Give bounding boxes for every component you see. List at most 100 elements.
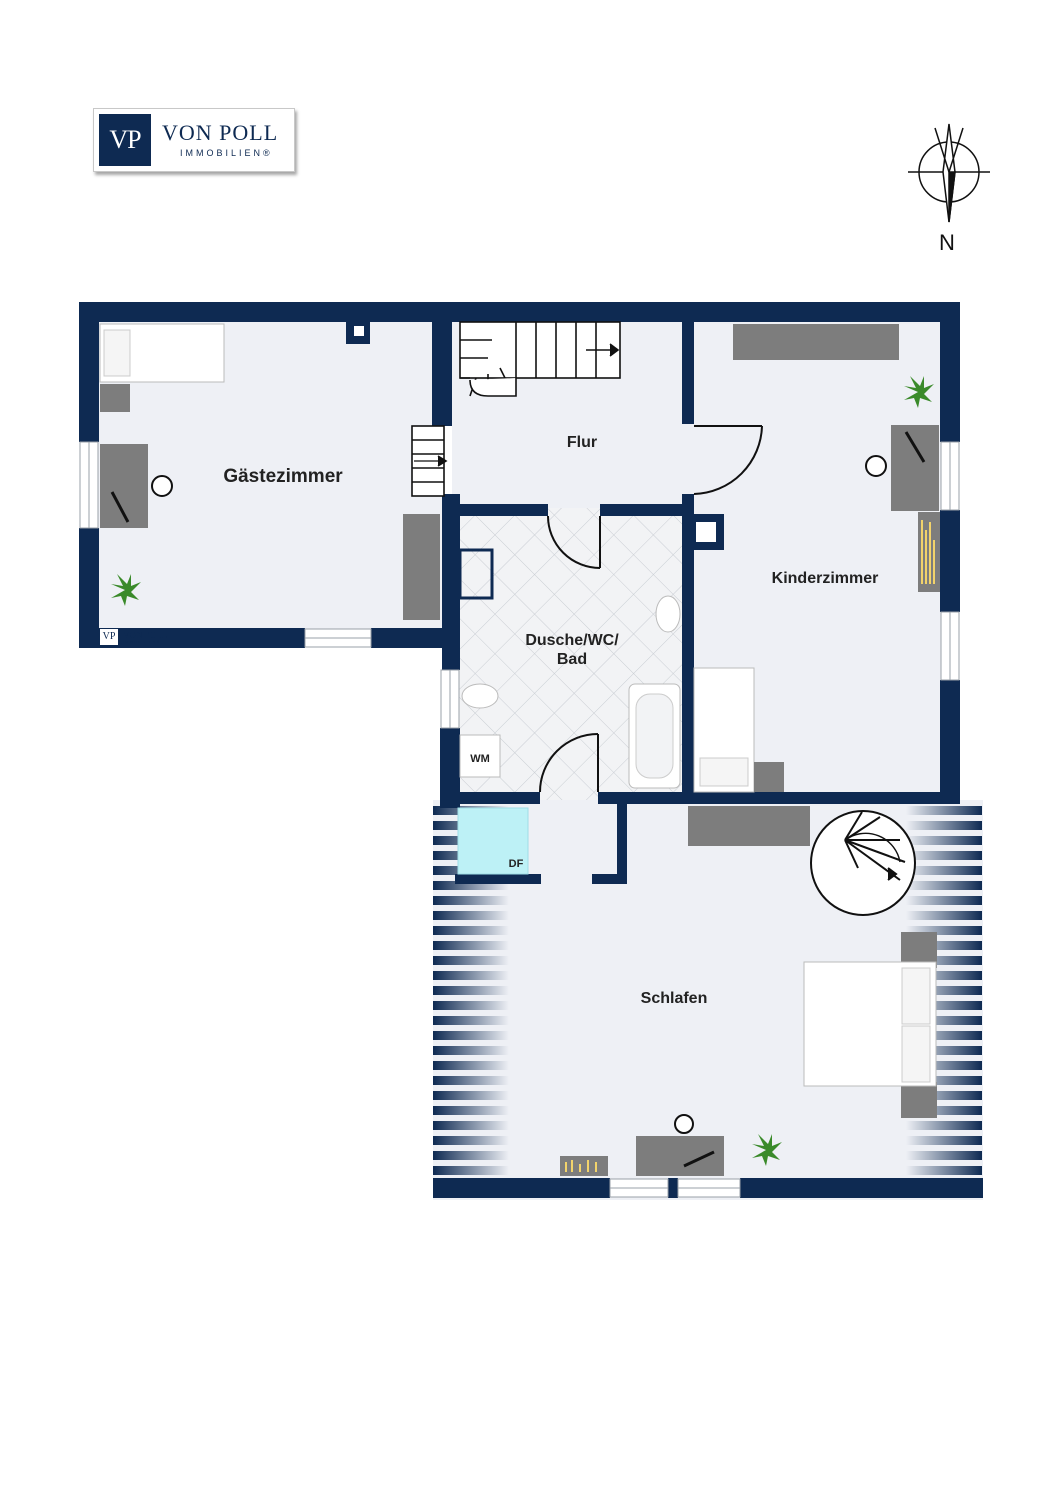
plant-icon (111, 574, 141, 606)
pillow (103, 329, 131, 377)
roof-stripe (433, 986, 509, 995)
wardrobe-gaeste (403, 514, 440, 620)
compass-icon (908, 123, 990, 223)
logo-subtitle: IMMOBILIEN® (180, 148, 273, 158)
lowboard (560, 1156, 608, 1176)
doors (539, 425, 763, 793)
roof-stripe (906, 956, 982, 965)
room-label-gaestezimmer: Gästezimmer (223, 466, 343, 487)
nightstand (100, 384, 130, 412)
roof-stripe (906, 1076, 982, 1085)
roof-stripe (906, 896, 982, 905)
roof-stripe (433, 1166, 509, 1175)
pillow (699, 757, 749, 787)
room-label-bad-line2: Bad (557, 651, 587, 668)
plant-icon (904, 376, 934, 408)
spiral-stair (810, 810, 916, 916)
roof-stripe (906, 1046, 982, 1055)
bathtub-inner (635, 693, 674, 779)
roof-stripe (433, 1031, 509, 1040)
roof-stripe (433, 911, 509, 920)
stairs-gaeste (411, 425, 448, 497)
desk-schlafen (636, 1136, 724, 1176)
roof-stripe (906, 881, 982, 890)
lamp (683, 1150, 715, 1168)
roof-stripe (433, 1151, 509, 1160)
shower-tray (458, 548, 494, 600)
roof-stripe (906, 1121, 982, 1130)
lamp (904, 431, 926, 463)
pillow (901, 1025, 931, 1083)
roof-stripe (433, 926, 509, 935)
roof-stripe (906, 971, 982, 980)
sink (655, 595, 681, 633)
roof-stripe (433, 1106, 509, 1115)
room-label-kinderzimmer: Kinderzimmer (772, 570, 879, 587)
room-label-schlafen: Schlafen (641, 990, 708, 1007)
roof-stripe (906, 1061, 982, 1070)
windows (79, 441, 960, 1198)
roof-stripe (906, 1136, 982, 1145)
roof-stripe (906, 806, 982, 815)
roof-stripe (433, 896, 509, 905)
roof-stripe (906, 1106, 982, 1115)
roof-window-label: DF (509, 858, 524, 870)
desk-kinder (891, 425, 939, 511)
roof-stripe (433, 971, 509, 980)
roof-stripe (433, 1091, 509, 1100)
roof-stripe (906, 911, 982, 920)
nightstand (901, 1082, 937, 1118)
washing-machine-label: WM (470, 753, 490, 765)
company-logo: VP VON POLL IMMOBILIEN® (93, 108, 295, 172)
room-label-flur: Flur (567, 434, 597, 451)
roof-stripe (906, 1016, 982, 1025)
chimney-gaeste (354, 326, 364, 336)
roof-stripe (906, 836, 982, 845)
roof-stripe (433, 881, 509, 890)
logo-name: VON POLL (162, 120, 279, 145)
chimney-kinder (696, 522, 716, 542)
floors (90, 312, 983, 1200)
roof-stripe (433, 1061, 509, 1070)
stairs-flur (459, 321, 621, 397)
roof-stripe (433, 941, 509, 950)
roof-stripe (906, 986, 982, 995)
roof-stripe (906, 1031, 982, 1040)
plants (111, 376, 934, 1166)
lamp (110, 491, 130, 523)
roof-window (457, 807, 529, 875)
room-label-bad-line1: Dusche/WC/ (525, 632, 619, 649)
roof-stripe (433, 1001, 509, 1010)
roof-stripe (906, 926, 982, 935)
toilet (461, 683, 499, 709)
roof-stripe (433, 956, 509, 965)
watermark-logo: VP VON POLL IMMOBILIEN® (100, 628, 167, 646)
roof-stripe (906, 821, 982, 830)
nightstand (754, 762, 784, 792)
roof-stripe (433, 1136, 509, 1145)
roof-stripe (906, 941, 982, 950)
roof-stripe (906, 1151, 982, 1160)
roof-stripe (433, 1016, 509, 1025)
roof-stripe (433, 1046, 509, 1055)
chair-schlafen (674, 1114, 694, 1134)
roof-stripe (906, 1091, 982, 1100)
furniture (99, 323, 940, 1176)
pillow (901, 967, 931, 1025)
shelf-kinder (733, 324, 899, 360)
roof-slope-right (906, 806, 982, 1175)
roof-stripe (433, 1121, 509, 1130)
watermark-name: VON POLL (123, 629, 168, 640)
washing-machine (459, 734, 501, 778)
logo-monogram: VP (99, 114, 151, 166)
roof-stripe (906, 851, 982, 860)
roof-stripe (906, 866, 982, 875)
roof-stripe (906, 1001, 982, 1010)
chair-gaeste (151, 475, 173, 497)
compass-north-label: N (939, 230, 955, 255)
plant-icon (752, 1134, 782, 1166)
roof-stripe (906, 1166, 982, 1175)
watermark-monogram: VP (100, 629, 119, 645)
walls (79, 302, 983, 1198)
